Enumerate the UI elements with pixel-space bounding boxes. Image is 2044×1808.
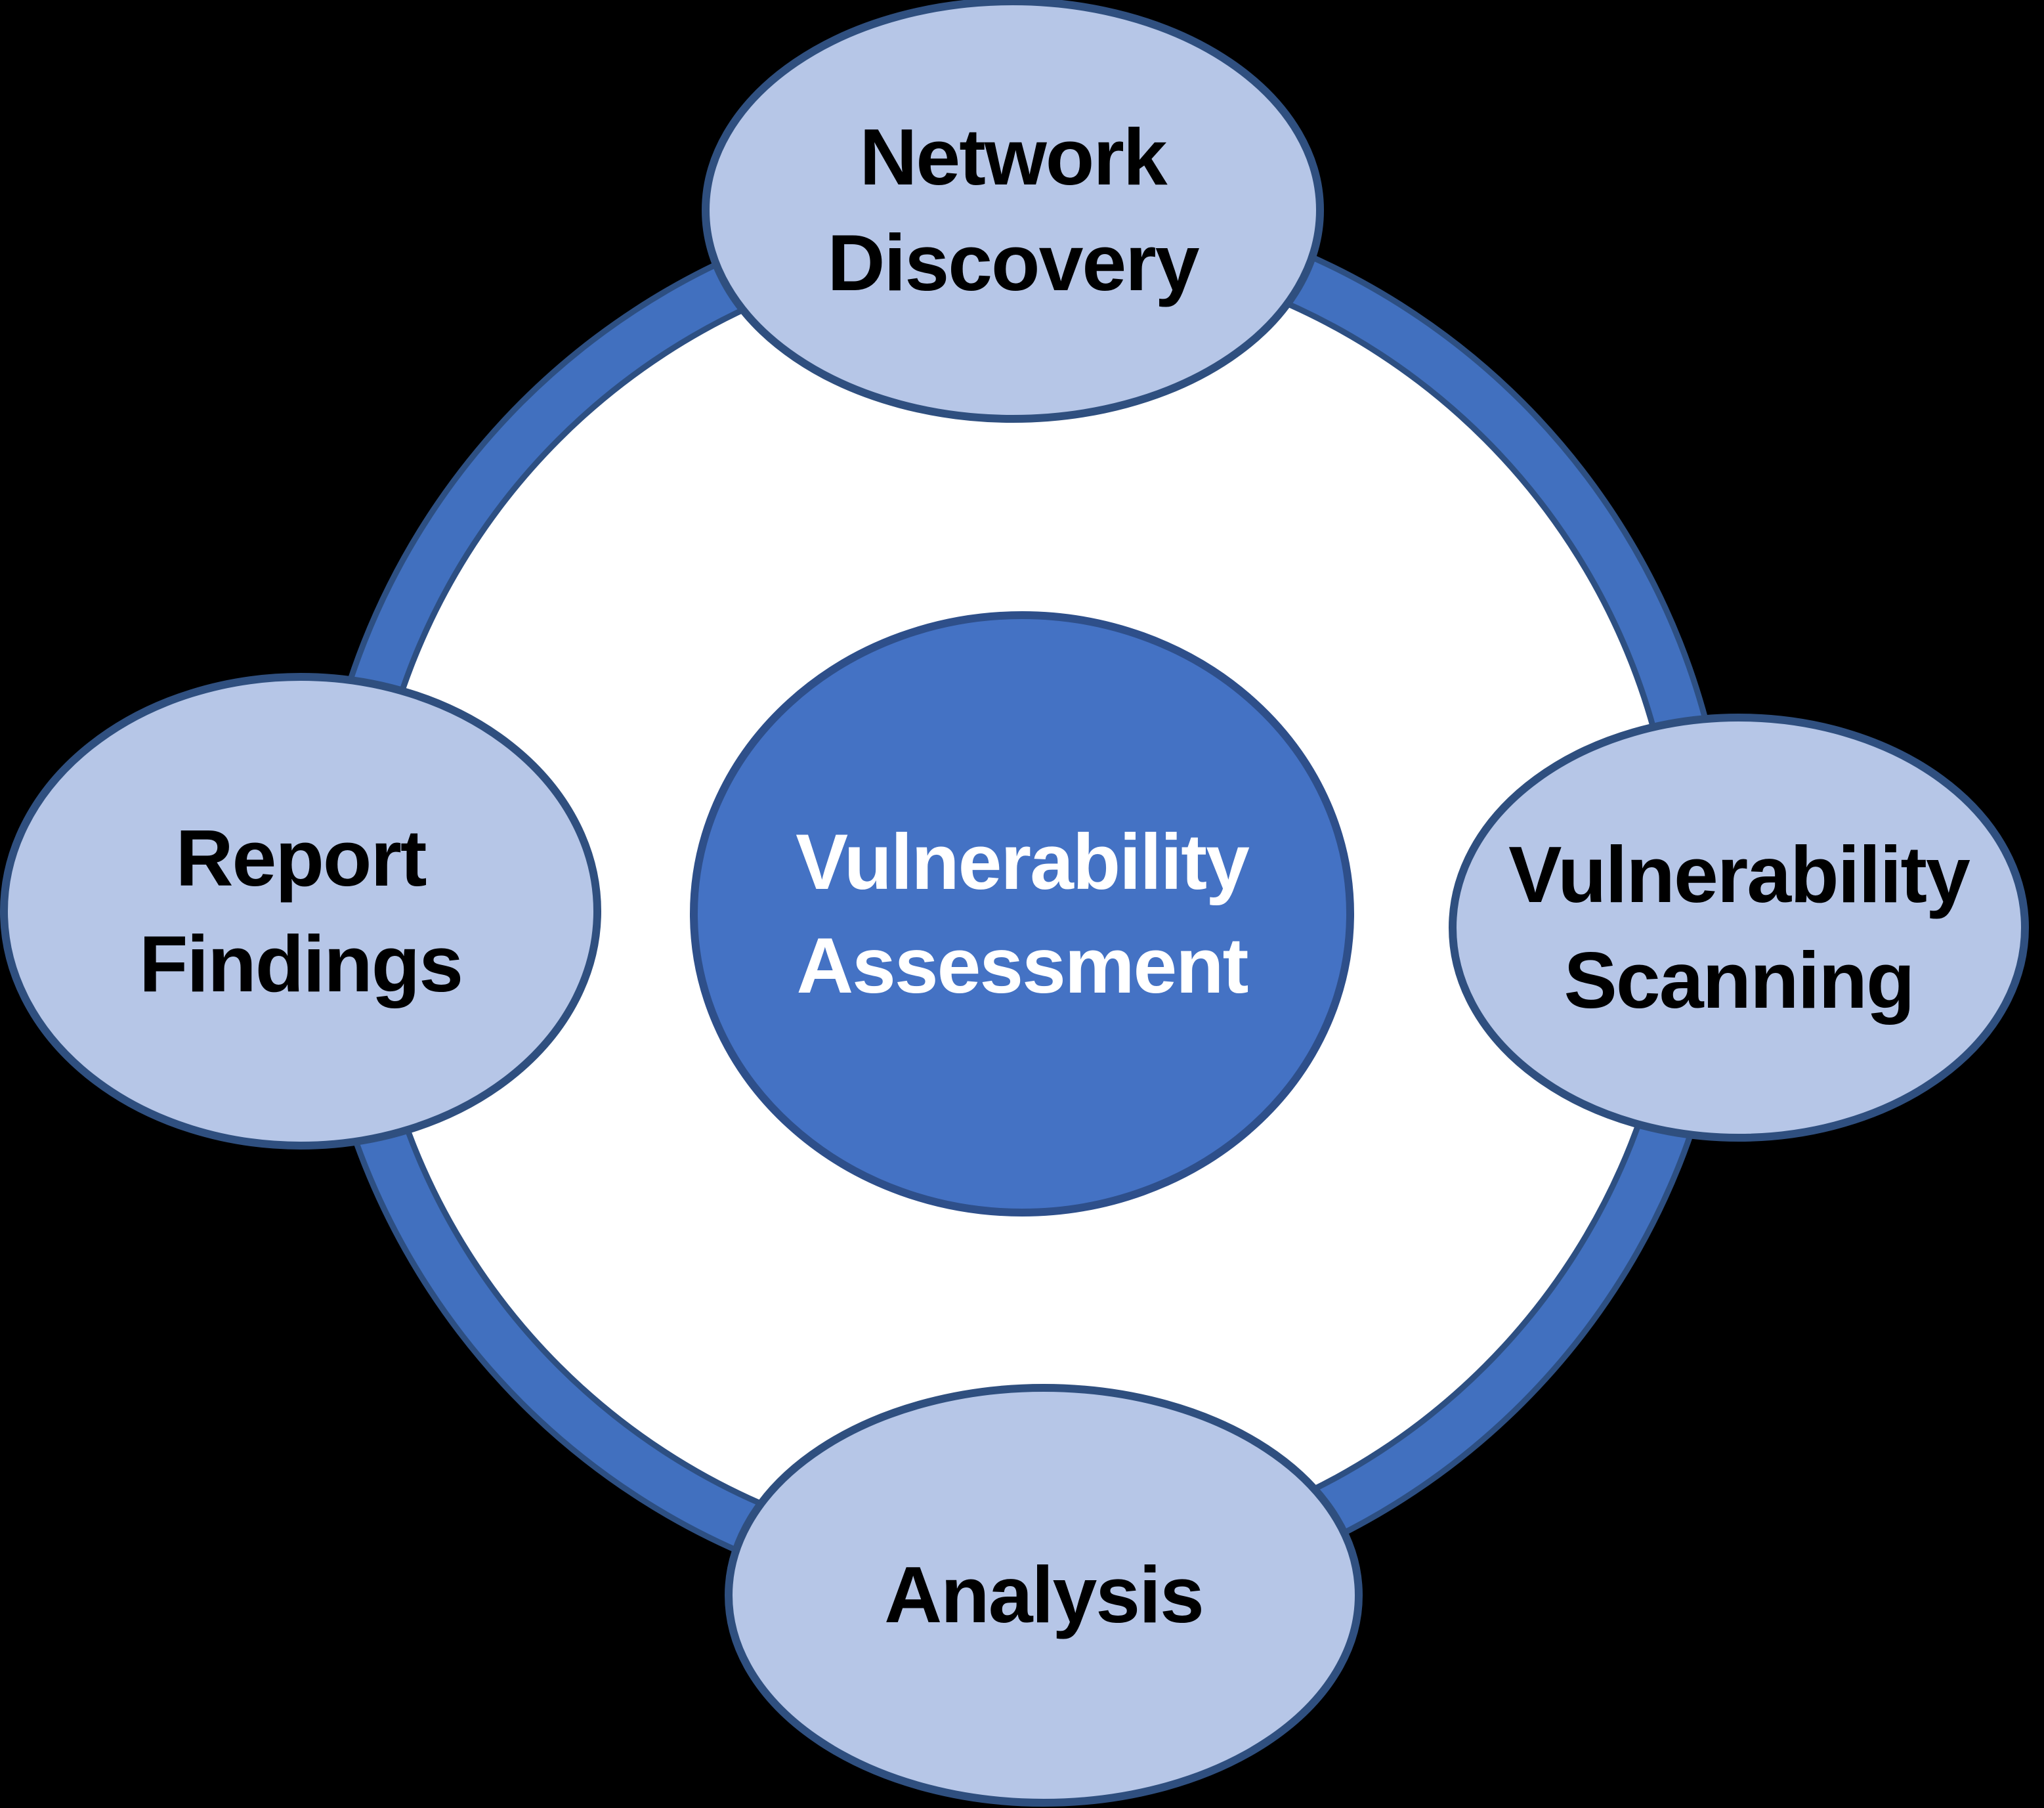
node-report-findings-shape (0, 673, 601, 1150)
node-network-discovery-shape (702, 0, 1324, 423)
center-node-shape (690, 611, 1354, 1216)
node-vulnerability-scanning-shape (1449, 714, 2029, 1142)
node-analysis-shape (725, 1384, 1363, 1807)
